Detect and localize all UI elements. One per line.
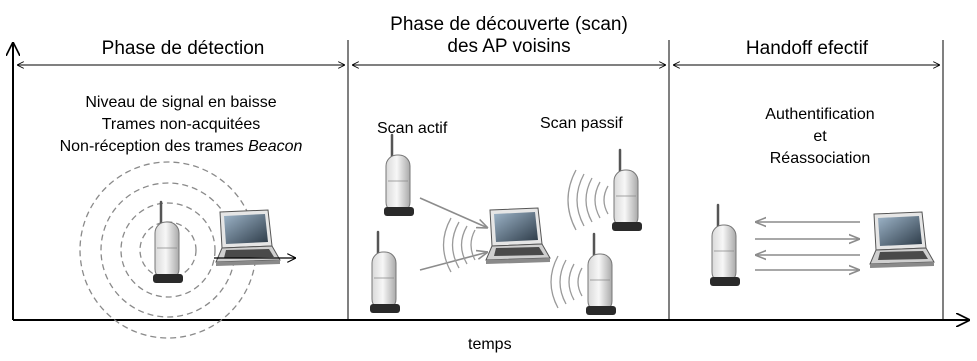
access-point-icon [382,133,416,218]
phase-title-detection: Phase de détection [101,38,265,59]
beacon-term: Beacon [248,138,303,155]
access-point-icon [151,200,185,285]
scan-passive-label: Scan passif [540,115,623,132]
access-point-icon [368,230,402,315]
laptop-icon [485,207,551,265]
handoff-step-line: et [813,128,827,145]
phase-title-discovery: Phase de découverte (scan) des AP voisin… [350,14,668,58]
handoff-step-line: Réassociation [769,150,871,167]
symptom-line: Niveau de signal en baisse [85,94,277,111]
x-axis-label: temps [468,336,512,353]
handoff-step-line: Authentification [765,106,875,123]
symptom-line: Non-réception des trames Beacon [15,136,347,158]
detection-symptoms: Niveau de signal en baisse Trames non-ac… [15,92,347,158]
axes [13,42,970,320]
probe-arrow [419,197,488,228]
wave-icon [567,169,609,231]
phase-title-line: Phase de découverte (scan) [390,14,628,35]
phase-separators [347,40,944,320]
laptop-icon [869,211,935,269]
symptom-line: Trames non-acquitées [101,116,261,133]
phase-title-handoff: Handoff efectif [745,38,869,59]
access-point-icon [708,203,742,288]
access-point-icon [584,232,618,317]
scan-active-label: Scan actif [377,120,448,137]
access-point-icon [610,148,644,233]
handoff-steps: Authentification et Réassociation [735,104,905,170]
phase-title-line: des AP voisins [447,36,571,57]
wave-icon [442,217,476,273]
symptom-text: Non-réception des trames [59,138,249,155]
wave-icon [550,255,583,309]
exchange-arrows [755,222,860,270]
probe-arrow [419,252,488,271]
